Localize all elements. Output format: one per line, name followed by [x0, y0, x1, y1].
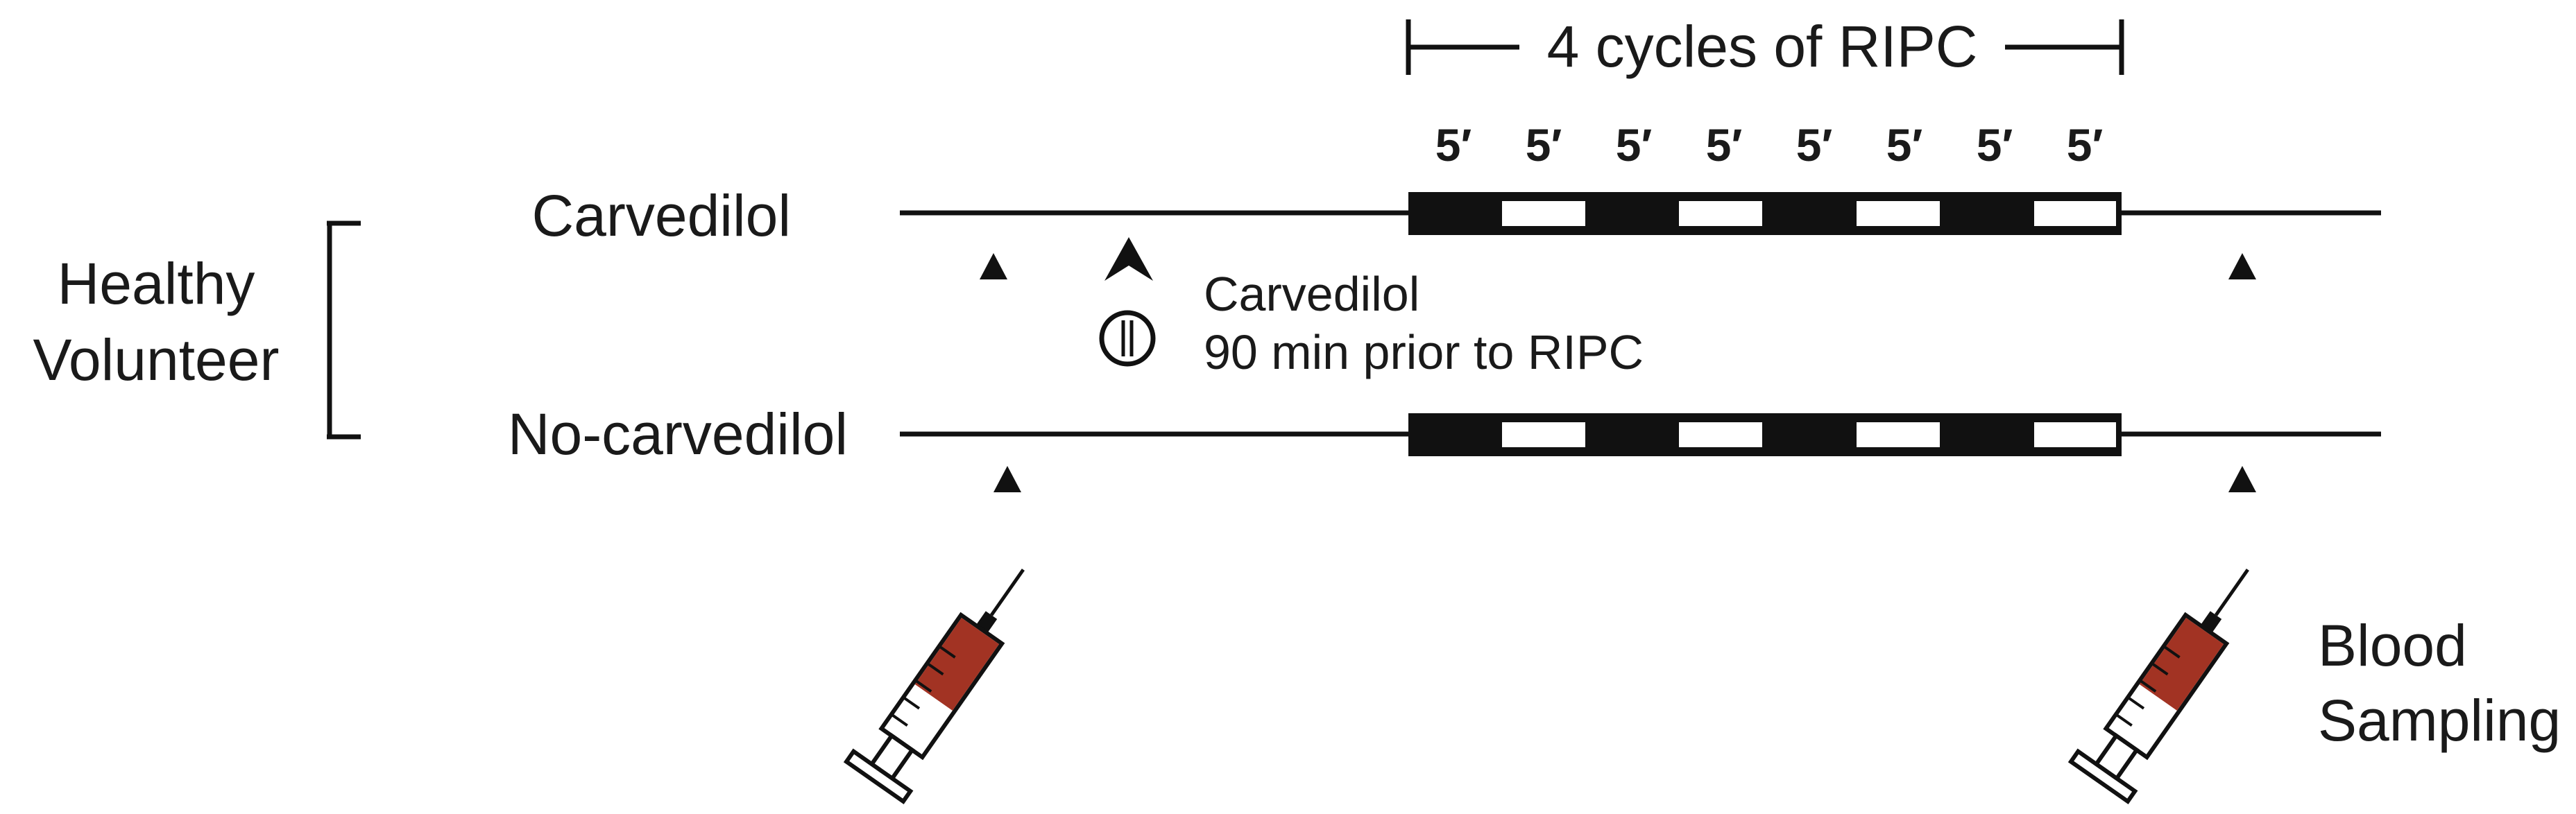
group-label-line1: Healthy	[58, 251, 255, 316]
sampling-marker-icon	[993, 466, 1021, 492]
arm-label-carvedilol: Carvedilol	[532, 183, 792, 248]
syringe-icon	[2067, 569, 2249, 804]
reperfusion-block	[1857, 201, 1940, 226]
pill-label-line1: Carvedilol	[1204, 267, 1419, 321]
reperfusion-block	[1857, 422, 1940, 447]
syringe-icon	[843, 569, 1025, 804]
timeline-carvedilol	[900, 192, 2381, 235]
arrowhead-marker-icon	[1104, 237, 1153, 281]
cycle-duration-label: 5′	[1796, 119, 1833, 171]
cycle-duration-label: 5′	[1616, 119, 1653, 171]
sampling-marker-icon	[2228, 466, 2256, 492]
reperfusion-block	[1502, 422, 1585, 447]
group-label-line2: Volunteer	[33, 327, 280, 392]
cycle-duration-labels: 5′ 5′ 5′ 5′ 5′ 5′ 5′ 5′	[1435, 119, 2104, 171]
cycle-duration-label: 5′	[1977, 119, 2013, 171]
sampling-marker-icon	[2228, 253, 2256, 279]
pill-label-line2: 90 min prior to RIPC	[1204, 325, 1644, 379]
sampling-label-line1: Blood	[2318, 613, 2467, 678]
reperfusion-block	[2034, 422, 2116, 447]
cycle-duration-label: 5′	[1886, 119, 1923, 171]
arm-label-no-carvedilol: No-carvedilol	[508, 401, 848, 467]
sampling-label-line2: Sampling	[2318, 688, 2561, 753]
cycle-duration-label: 5′	[1526, 119, 1562, 171]
sampling-marker-icon	[980, 253, 1007, 279]
reperfusion-block	[1679, 422, 1762, 447]
reperfusion-block	[1502, 201, 1585, 226]
cycle-duration-label: 5′	[1706, 119, 1743, 171]
cycles-bracket: 4 cycles of RIPC	[1406, 14, 2124, 79]
cycle-duration-label: 5′	[2067, 119, 2104, 171]
reperfusion-block	[1679, 201, 1762, 226]
cycle-duration-label: 5′	[1435, 119, 1472, 171]
reperfusion-block	[2034, 201, 2116, 226]
timeline-no-carvedilol	[900, 413, 2381, 456]
cycles-title: 4 cycles of RIPC	[1547, 14, 1978, 79]
pill-icon	[1099, 310, 1156, 367]
group-bracket	[327, 220, 361, 440]
